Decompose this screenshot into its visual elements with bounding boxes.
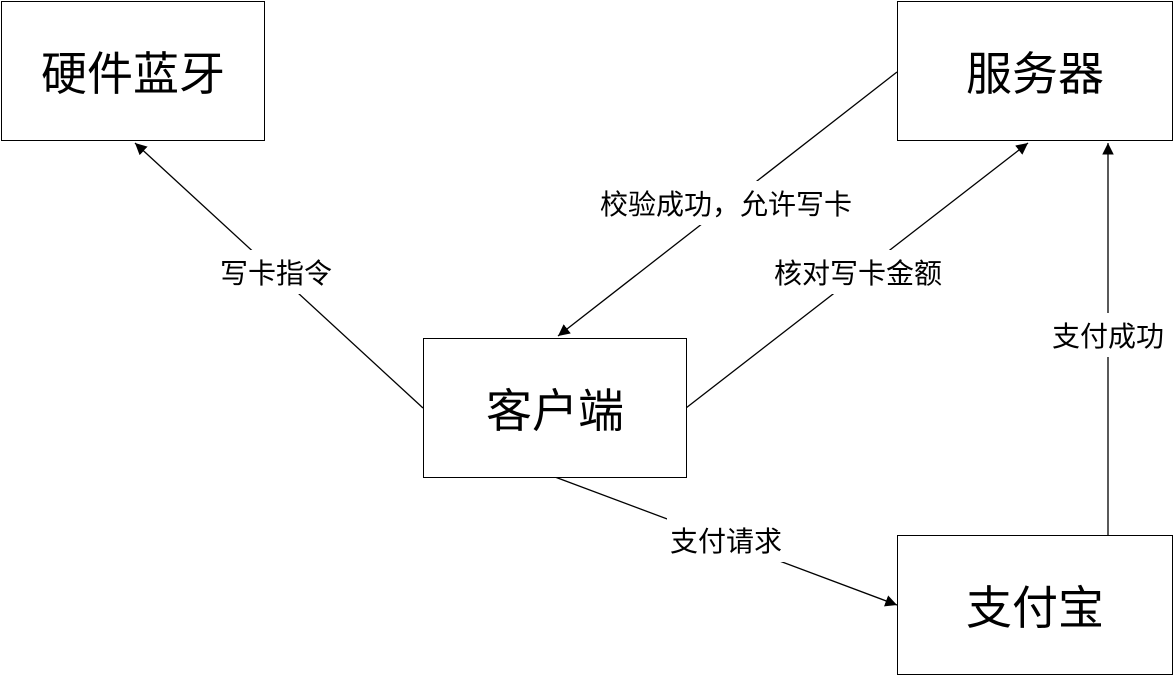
node-client: 客户端 — [423, 338, 687, 478]
label-pay-success: 支付成功 — [1048, 313, 1168, 357]
node-alipay: 支付宝 — [897, 535, 1173, 675]
label-pay-request: 支付请求 — [666, 518, 786, 562]
node-bluetooth: 硬件蓝牙 — [1, 1, 265, 141]
label-check-amount: 核对写卡金额 — [770, 250, 946, 294]
label-write-command: 写卡指令 — [216, 250, 336, 294]
label-verify-success: 校验成功，允许写卡 — [596, 181, 856, 225]
node-server: 服务器 — [897, 1, 1173, 141]
